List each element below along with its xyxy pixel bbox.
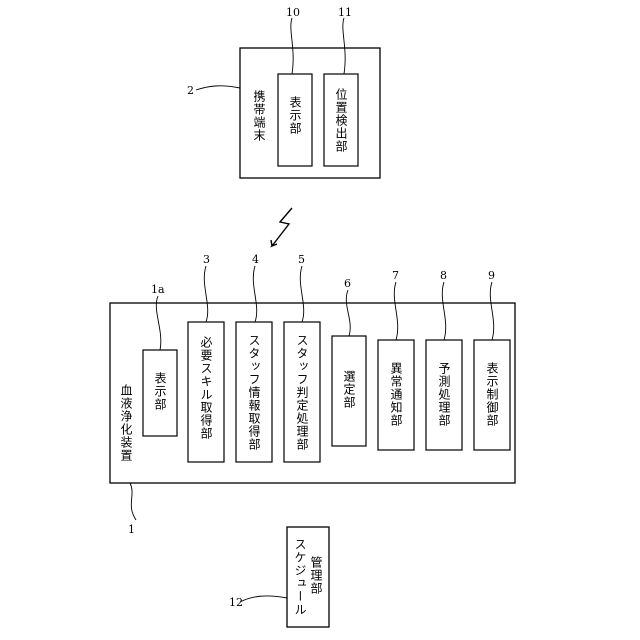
ref-12: 12 (229, 596, 243, 609)
device-unit-9-label: 表示制御部 (485, 362, 499, 427)
schedule-label-line2: 管理部 (309, 555, 323, 595)
ref-4: 4 (252, 253, 259, 266)
terminal-title: 携帯端末 (252, 89, 266, 142)
leader-8 (442, 282, 445, 340)
ref-1: 1 (128, 523, 135, 536)
ref-10: 10 (286, 6, 300, 19)
ref-11: 11 (338, 6, 352, 19)
leader-11 (343, 18, 345, 74)
leader-3 (204, 266, 207, 322)
ref-9: 9 (488, 269, 495, 282)
leader-2 (196, 86, 240, 90)
ref-7: 7 (392, 269, 399, 282)
device-unit-8-label: 予測処理部 (437, 362, 451, 427)
ref-5: 5 (298, 253, 305, 266)
schedule-label-line1: スケジュール (293, 538, 307, 616)
terminal-unit-position-label: 位置検出部 (334, 87, 348, 153)
leader-1a (156, 296, 161, 350)
ref-3: 3 (203, 253, 210, 266)
terminal-unit-display-label: 表示部 (288, 96, 302, 135)
device-unit-6-label: 選定部 (342, 370, 356, 409)
leader-4 (253, 266, 256, 322)
wireless-link-symbol (271, 208, 292, 246)
leader-10 (291, 18, 293, 74)
device-unit-3-label: 必要スキル取得部 (199, 336, 213, 440)
ref-8: 8 (440, 269, 447, 282)
device-unit-1a-label: 表示部 (153, 372, 167, 411)
leader-6 (346, 290, 350, 336)
leader-7 (394, 282, 397, 340)
ref-2: 2 (187, 84, 194, 97)
ref-1a: 1a (151, 283, 165, 296)
device-title: 血液浄化装置 (119, 384, 133, 462)
device-box (110, 303, 515, 483)
device-unit-5-label: スタッフ判定処理部 (295, 334, 309, 451)
leader-1 (130, 483, 136, 520)
leader-9 (490, 282, 493, 340)
leader-5 (300, 266, 303, 322)
ref-6: 6 (344, 277, 351, 290)
leader-12 (240, 596, 287, 602)
device-unit-4-label: スタッフ情報取得部 (247, 334, 261, 451)
device-unit-7-label: 異常通知部 (389, 362, 403, 427)
